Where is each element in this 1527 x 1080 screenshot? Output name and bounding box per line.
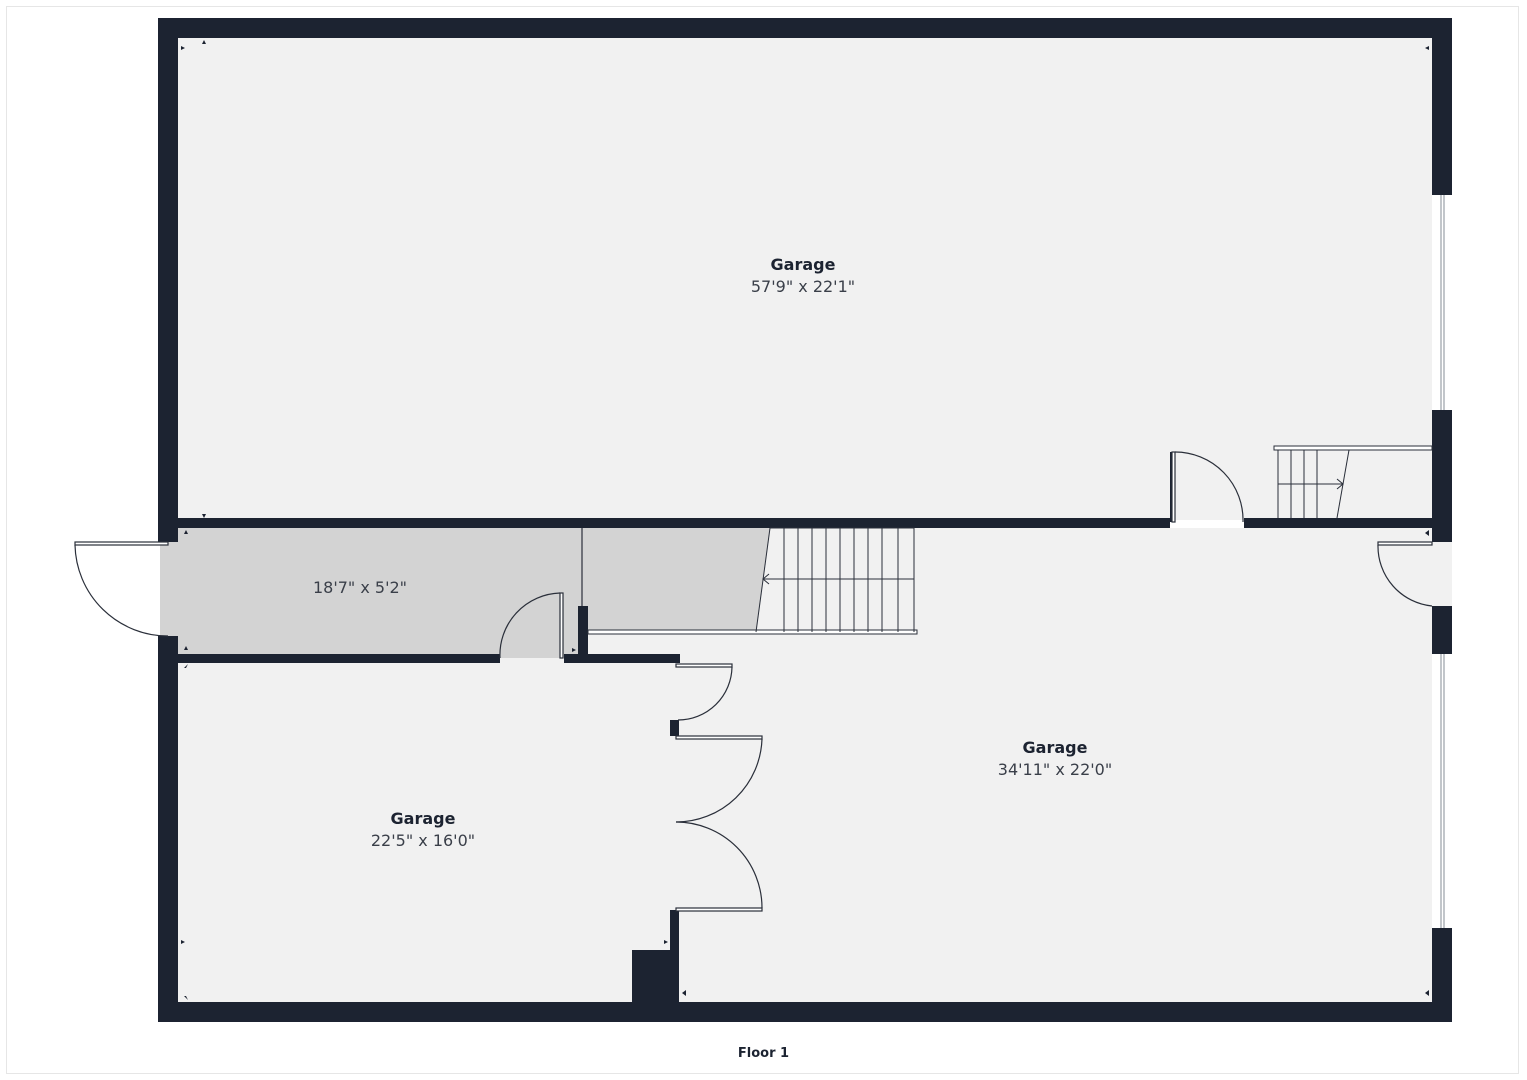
room-dims-hallway: 18'7" x 5'2"	[313, 578, 407, 597]
staircase-small	[1273, 445, 1433, 519]
room-name-garage-left: Garage	[391, 809, 456, 828]
room-dims-garage-left: 22'5" x 16'0"	[371, 831, 475, 850]
page-frame	[6, 6, 1519, 1074]
room-name-garage-right: Garage	[1023, 738, 1088, 757]
doors	[74, 451, 1433, 912]
hallway-floor	[160, 528, 770, 658]
staircase-main	[587, 527, 918, 635]
walls	[158, 18, 1452, 1022]
right-door-gap	[1432, 542, 1452, 606]
room-dims-garage-top: 57'9" x 22'1"	[751, 277, 855, 296]
garage-top-floor	[178, 38, 1432, 520]
room-name-garage-top: Garage	[771, 255, 836, 274]
room-dims-garage-right: 34'11" x 22'0"	[998, 760, 1112, 779]
floor-label: Floor 1	[737, 1046, 790, 1061]
dimension-ticks	[181, 40, 1429, 1000]
